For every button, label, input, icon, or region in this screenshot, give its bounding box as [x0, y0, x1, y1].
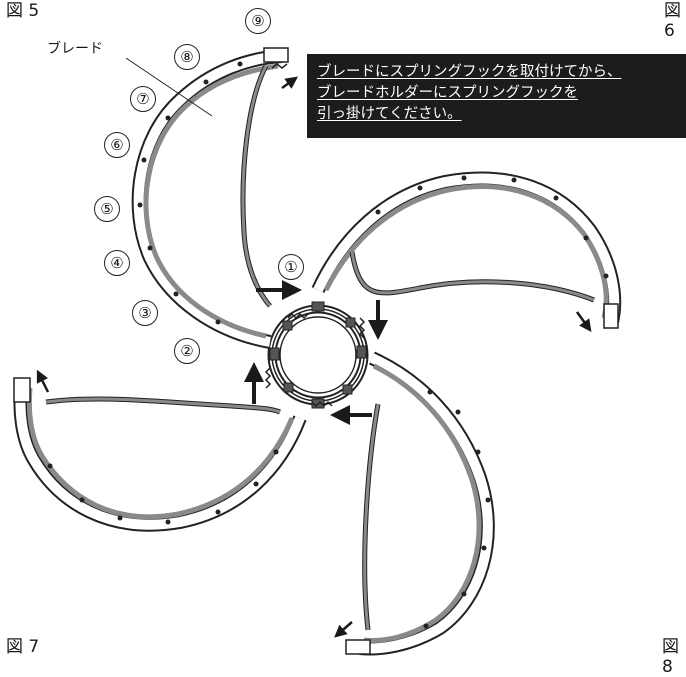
blade-lower-right [345, 351, 495, 656]
blade-lower-left [13, 377, 307, 532]
step-6: ⑥ [104, 132, 130, 158]
step-1: ① [278, 254, 304, 280]
instruction-line-2: ブレードホルダーにスプリングフックを [317, 85, 578, 101]
step-5: ⑤ [94, 196, 120, 222]
figure-label-7: 図 7 [6, 637, 40, 657]
step-2: ② [174, 338, 200, 364]
step-7: ⑦ [130, 86, 156, 112]
step-4: ④ [104, 250, 130, 276]
blade-upper-left [131, 47, 289, 349]
blade-leader-line [125, 57, 213, 117]
instruction-line-3: 引っ掛けてください。 [317, 106, 462, 122]
hook-arrows [36, 76, 592, 638]
step-3: ③ [132, 300, 158, 326]
blade-label: ブレード [47, 41, 103, 57]
hub-ring [264, 301, 369, 409]
step-9: ⑨ [245, 8, 271, 34]
figure-label-6: 図 6 [664, 1, 681, 41]
fan-blade-diagram [13, 47, 622, 656]
instruction-line-1: ブレードにスプリングフックを取付けてから、 [317, 64, 622, 80]
step-8: ⑧ [174, 44, 200, 70]
direction-arrows [244, 280, 388, 425]
figure-label-8: 図 8 [662, 637, 679, 677]
instruction-callout: ブレードにスプリングフックを取付けてから、 ブレードホルダーにスプリングフックを… [307, 54, 686, 138]
figure-label-5: 図 5 [6, 1, 40, 21]
blade-upper-right [311, 171, 622, 329]
